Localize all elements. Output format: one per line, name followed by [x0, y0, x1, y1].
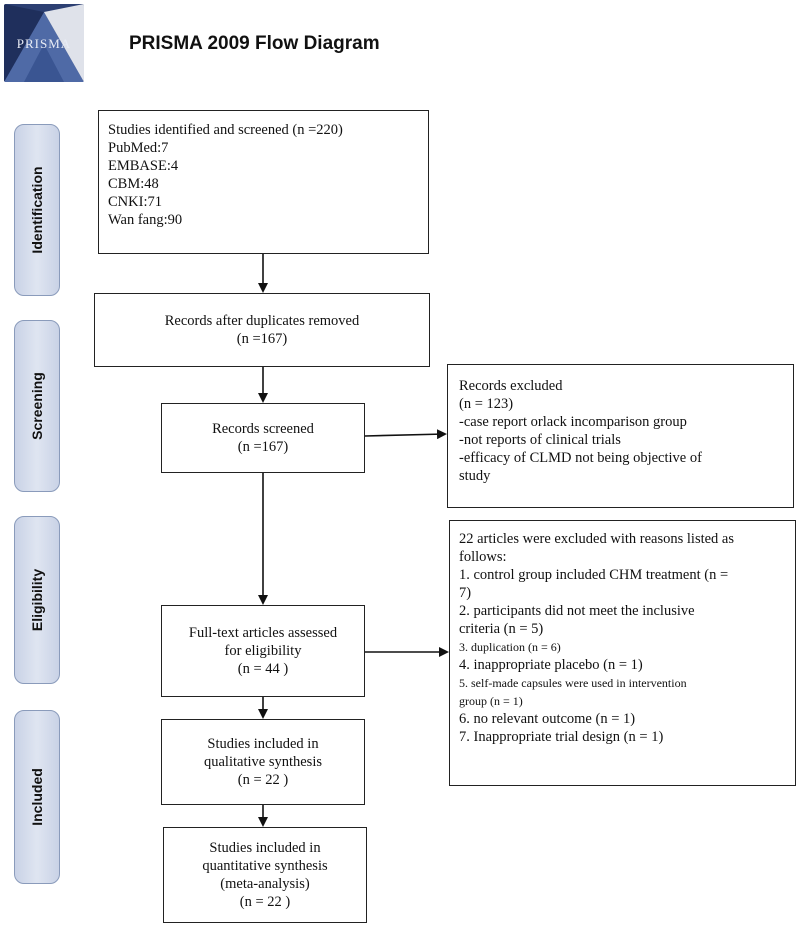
quantitative-label-3: (meta-analysis): [220, 876, 310, 892]
fulltext-excluded-intro-cont: follows:: [459, 549, 507, 565]
fulltext-excluded-reason-6: 6. no relevant outcome (n = 1): [459, 711, 636, 727]
page-title: PRISMA 2009 Flow Diagram: [129, 33, 380, 54]
duplicates-label: Records after duplicates removed: [164, 313, 360, 329]
fulltext-excluded-reason-7: 7. Inappropriate trial design (n = 1): [459, 729, 664, 745]
box-qualitative-synthesis: Studies included in qualitative synthesi…: [161, 719, 365, 805]
phase-included: Included: [14, 710, 60, 884]
box-records-screened: Records screened (n =167): [161, 403, 365, 473]
prisma-logo-graphic: [4, 4, 84, 82]
phase-screening: Screening: [14, 320, 60, 492]
quantitative-label-2: quantitative synthesis: [202, 858, 328, 874]
fulltext-excluded-reason-2-cont: criteria (n = 5): [459, 621, 544, 637]
box-identified: Studies identified and screened (n =220)…: [98, 110, 429, 254]
box-fulltext-excluded: 22 articles were excluded with reasons l…: [449, 520, 796, 786]
phase-eligibility: Eligibility: [14, 516, 60, 684]
qualitative-label-1: Studies included in: [207, 736, 319, 752]
box-duplicates-removed: Records after duplicates removed (n =167…: [94, 293, 430, 367]
phase-identification: Identification: [14, 124, 60, 296]
fulltext-excluded-intro: 22 articles were excluded with reasons l…: [459, 531, 735, 547]
duplicates-count: (n =167): [236, 331, 288, 347]
fulltext-label-2: for eligibility: [224, 643, 302, 659]
box-fulltext-assessed: Full-text articles assessed for eligibil…: [161, 605, 365, 697]
excluded-title: Records excluded: [459, 378, 563, 394]
identified-cbm: CBM:48: [108, 176, 159, 192]
arrow-screened-to-excluded: [364, 429, 447, 440]
excluded-reason-2: -not reports of clinical trials: [459, 432, 621, 448]
fulltext-excluded-reason-2: 2. participants did not meet the inclusi…: [459, 603, 695, 619]
excluded-reason-3-cont: study: [459, 468, 491, 484]
fulltext-excluded-reason-5-cont: group (n = 1): [459, 694, 523, 708]
identified-total: Studies identified and screened (n =220): [108, 122, 343, 138]
prisma-logo: PRISMA: [4, 4, 84, 82]
box-quantitative-synthesis: Studies included in quantitative synthes…: [163, 827, 367, 923]
box-records-excluded: Records excluded (n = 123) -case report …: [447, 364, 794, 508]
quantitative-label-1: Studies included in: [209, 840, 321, 856]
fulltext-excluded-reason-1: 1. control group included CHM treatment …: [459, 567, 729, 583]
fulltext-count: (n = 44 ): [237, 661, 289, 677]
logo-text: PRISMA: [16, 36, 72, 51]
qualitative-count: (n = 22 ): [237, 772, 289, 788]
fulltext-excluded-reason-5: 5. self-made capsules were used in inter…: [459, 676, 687, 690]
fulltext-excluded-reason-4: 4. inappropriate placebo (n = 1): [459, 657, 643, 673]
screened-count: (n =167): [237, 439, 289, 455]
screened-label: Records screened: [212, 421, 314, 437]
excluded-count: (n = 123): [459, 396, 514, 412]
fulltext-excluded-reason-1-cont: 7): [459, 585, 472, 601]
identified-pubmed: PubMed:7: [108, 140, 169, 156]
quantitative-count: (n = 22 ): [239, 894, 291, 910]
identified-cnki: CNKI:71: [108, 194, 162, 210]
fulltext-label-1: Full-text articles assessed: [188, 625, 338, 641]
identified-embase: EMBASE:4: [108, 158, 179, 174]
fulltext-excluded-reason-3: 3. duplication (n = 6): [459, 640, 561, 654]
qualitative-label-2: qualitative synthesis: [204, 754, 322, 770]
identified-wanfang: Wan fang:90: [108, 212, 183, 228]
excluded-reason-3: -efficacy of CLMD not being objective of: [459, 450, 702, 466]
excluded-reason-1: -case report orlack incomparison group: [459, 414, 687, 430]
